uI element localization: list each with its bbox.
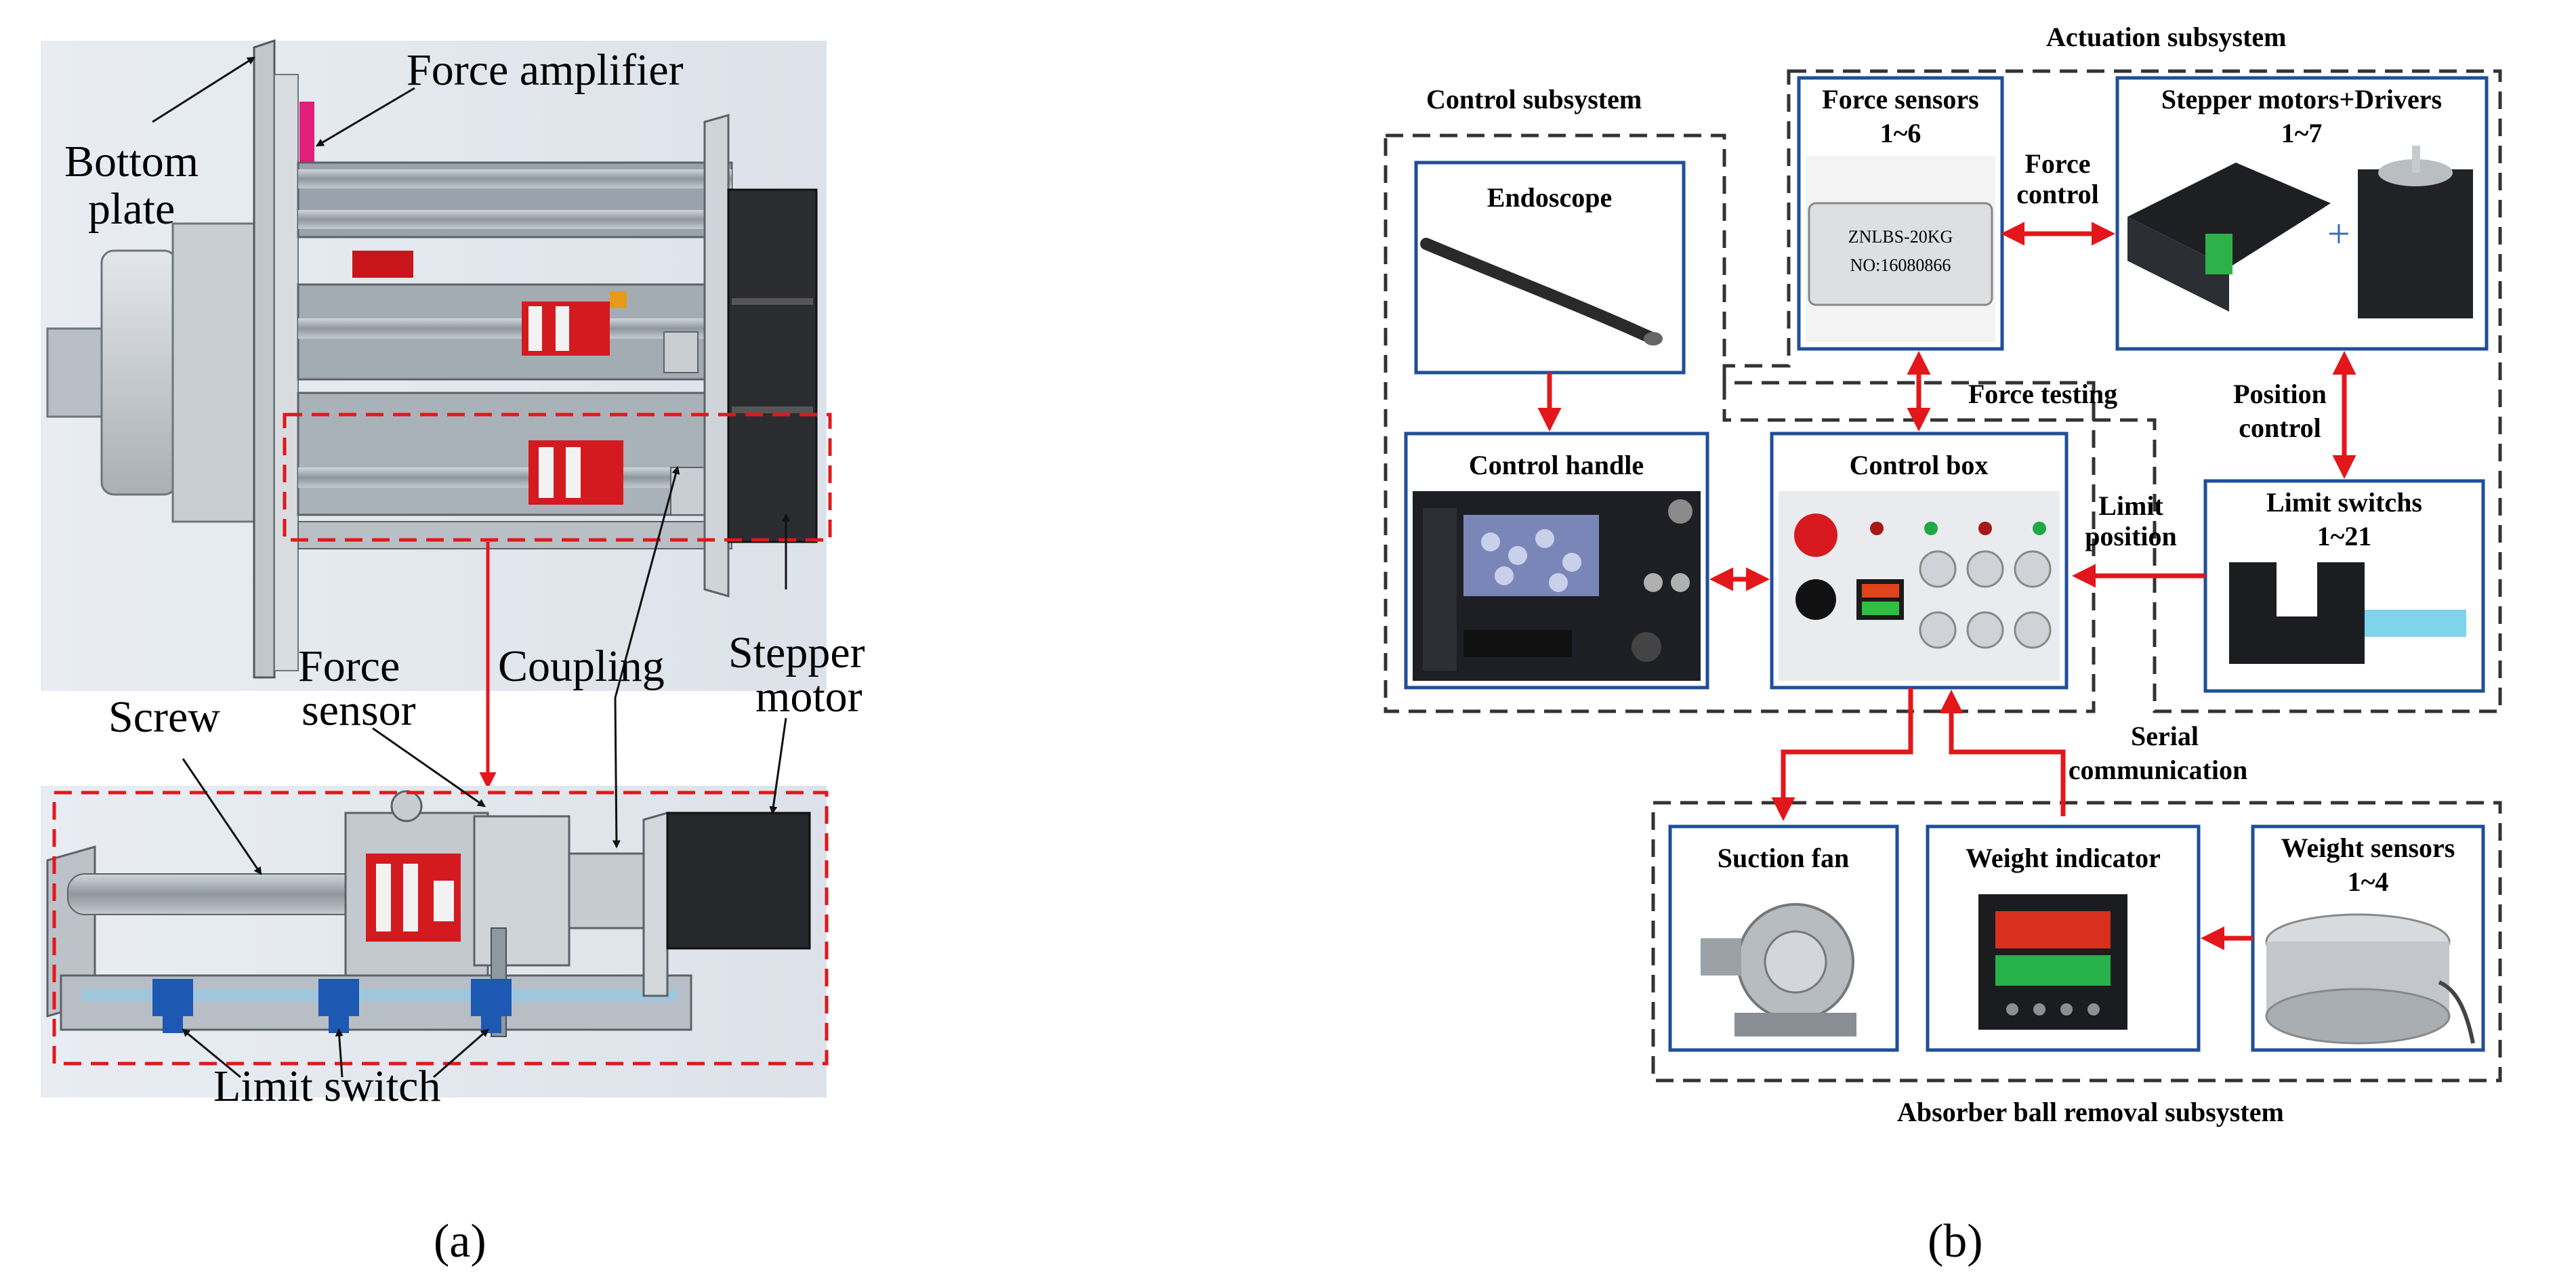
label-bottom-plate-1: Bottom — [64, 137, 199, 186]
panel-a-illustration: Bottom plate Force amplifier Force senso… — [41, 39, 865, 1267]
limit-switch-image — [2229, 562, 2466, 664]
label-stepper-motor-2: motor — [755, 672, 863, 721]
box-titles: Endoscope Control handle Control box For… — [1469, 84, 2455, 897]
panel-b-diagram: Control subsystem Actuation subsystem Ab… — [1384, 22, 2502, 1267]
leader-lines — [152, 56, 790, 1078]
label-coupling: Coupling — [498, 642, 665, 691]
title-actuation-subsystem: Actuation subsystem — [2046, 22, 2286, 52]
subsystem-titles: Control subsystem Actuation subsystem Ab… — [1426, 22, 2286, 1127]
connection-labels: Force control Force testing Position con… — [1968, 148, 2327, 785]
weight-indicator-image — [1978, 894, 2127, 1030]
sensor-serial-text: NO:16080866 — [1850, 255, 1951, 275]
absorber-subsystem-border — [1651, 801, 2502, 1083]
label-force-control-2: control — [2016, 179, 2098, 209]
label-serial-communication-2: communication — [2069, 755, 2247, 785]
title-limit-switches: Limit switchs — [2266, 487, 2422, 518]
label-limit-switch: Limit switch — [213, 1062, 440, 1111]
label-serial-communication-1: Serial — [2131, 721, 2199, 751]
label-position-control-2: control — [2239, 413, 2321, 443]
caption-b: (b) — [1928, 1215, 1983, 1267]
title-control-subsystem: Control subsystem — [1426, 84, 1642, 114]
flange — [171, 222, 255, 523]
force-amplifier-part — [299, 102, 314, 176]
plus-sign: + — [2327, 211, 2350, 256]
title-suction-fan: Suction fan — [1718, 843, 1850, 873]
cylinder — [100, 249, 178, 496]
title-weight-sensors: Weight sensors — [2281, 833, 2455, 863]
bottom-plate — [253, 39, 276, 679]
title-weight-indicator: Weight indicator — [1966, 843, 2161, 873]
title-weight-sensors-range: 1~4 — [2348, 866, 2389, 897]
stepper-motor-image: + — [2127, 146, 2473, 318]
actuation-subsystem-border — [1722, 69, 2502, 713]
panel-a-labels: Bottom plate Force amplifier Force senso… — [64, 45, 865, 1111]
label-limit-position-1: Limit — [2098, 490, 2163, 521]
control-subsystem-border — [1384, 133, 2096, 713]
label-force-testing: Force testing — [1968, 379, 2117, 409]
caption-a: (a) — [434, 1215, 486, 1267]
highlight-box-lower — [52, 791, 829, 1066]
label-force-sensor-2: sensor — [302, 686, 416, 735]
highlight-box-upper — [283, 413, 832, 542]
title-limit-switches-range: 1~21 — [2317, 521, 2372, 551]
title-stepper-motors: Stepper motors+Drivers — [2161, 84, 2442, 114]
force-sensor-image: ZNLBS-20KG NO:16080866 — [1806, 156, 1995, 342]
zoom-actuator — [46, 790, 811, 1037]
control-handle-image — [1413, 491, 1701, 681]
title-endoscope: Endoscope — [1487, 182, 1613, 213]
plate-edge — [274, 74, 299, 671]
sensor-model-text: ZNLBS-20KG — [1848, 227, 1953, 247]
label-limit-position-2: position — [2085, 521, 2177, 551]
label-force-control-1: Force — [2025, 148, 2091, 179]
weight-sensor-image — [2265, 913, 2475, 1045]
title-absorber-subsystem: Absorber ball removal subsystem — [1897, 1097, 2284, 1127]
label-screw: Screw — [108, 692, 220, 742]
control-box-image — [1779, 491, 2060, 681]
label-force-sensor-1: Force — [298, 642, 400, 691]
title-force-sensors-range: 1~6 — [1880, 118, 1921, 148]
shaft-end — [46, 327, 110, 418]
title-control-box: Control box — [1850, 450, 1989, 480]
label-stepper-motor-1: Stepper — [728, 628, 865, 677]
label-force-amplifier: Force amplifier — [407, 45, 684, 95]
label-position-control-1: Position — [2233, 379, 2327, 409]
suction-fan-image — [1701, 903, 1856, 1036]
title-stepper-motors-range: 1~7 — [2281, 118, 2323, 148]
title-force-sensors: Force sensors — [1822, 84, 1978, 114]
label-bottom-plate-2: plate — [88, 184, 175, 234]
actuator-modules — [297, 114, 818, 597]
endoscope-image — [1420, 238, 1663, 345]
title-control-handle: Control handle — [1469, 450, 1644, 480]
connection-arrows — [1537, 222, 2356, 950]
